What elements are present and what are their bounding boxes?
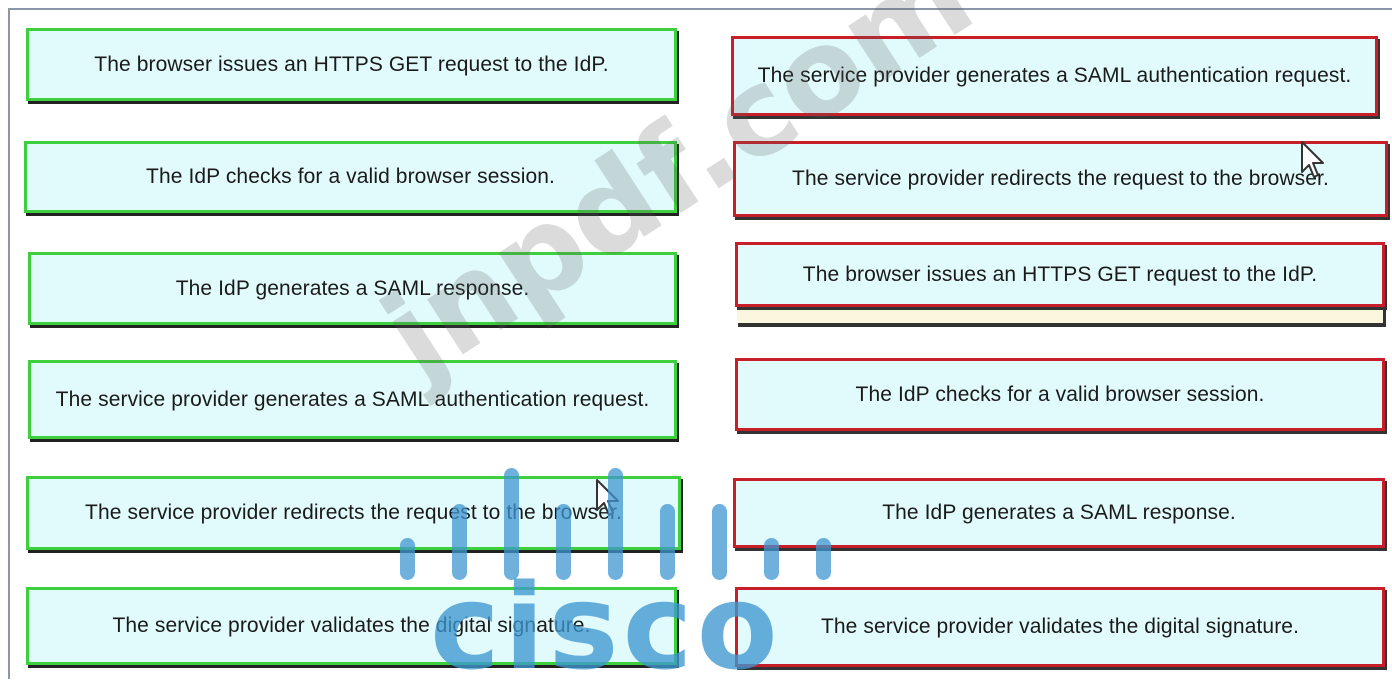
target-item[interactable]: The service provider redirects the reque… (733, 141, 1388, 217)
target-item[interactable]: The IdP generates a SAML response. (733, 478, 1385, 548)
target-item[interactable]: The service provider validates the digit… (735, 587, 1385, 667)
source-item[interactable]: The service provider validates the digit… (26, 587, 677, 665)
target-item[interactable]: The service provider generates a SAML au… (731, 36, 1378, 116)
source-item[interactable]: The service provider generates a SAML au… (28, 360, 677, 439)
source-item[interactable]: The IdP checks for a valid browser sessi… (24, 141, 677, 213)
drag-drop-panel (8, 8, 1392, 679)
source-item[interactable]: The IdP generates a SAML response. (28, 252, 677, 325)
source-item[interactable]: The browser issues an HTTPS GET request … (26, 28, 677, 101)
source-item[interactable]: The service provider redirects the reque… (26, 476, 681, 550)
target-item[interactable]: The browser issues an HTTPS GET request … (735, 242, 1385, 307)
target-item[interactable]: The IdP checks for a valid browser sessi… (735, 358, 1385, 431)
